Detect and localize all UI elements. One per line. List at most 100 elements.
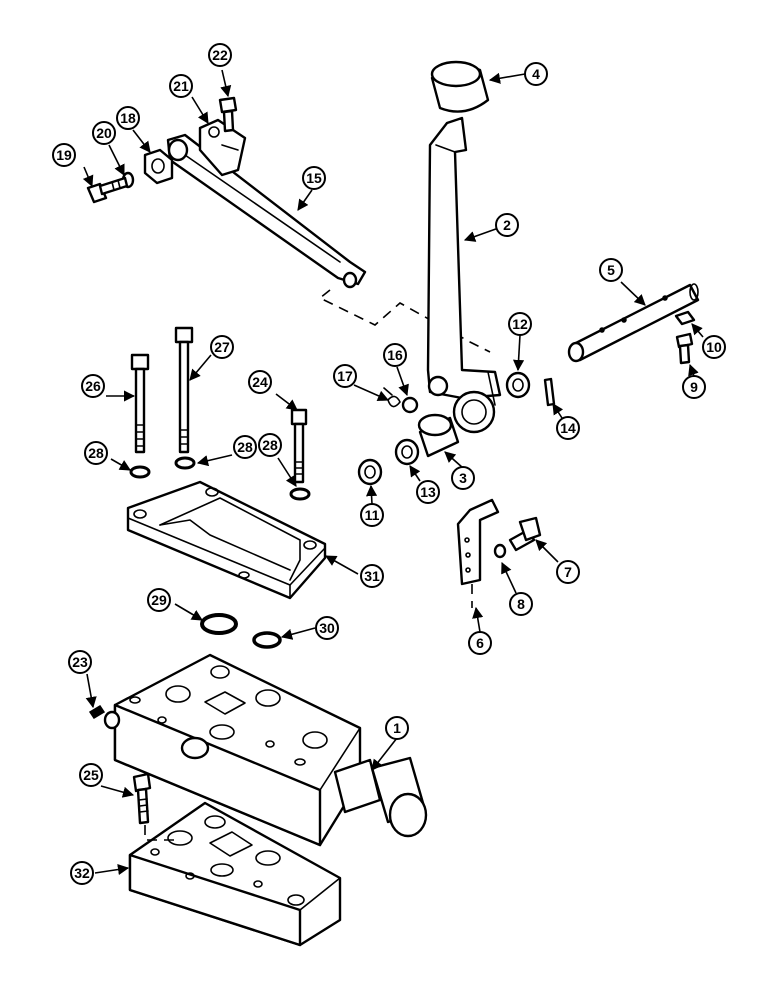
part-28-washer-c: [289, 487, 311, 501]
callout-28-b: 28: [233, 435, 257, 459]
callout-14: 14: [556, 416, 580, 440]
callout-11: 11: [360, 503, 384, 527]
svg-text:9: 9: [690, 379, 698, 395]
svg-text:31: 31: [364, 568, 380, 584]
part-4-knob: [430, 60, 490, 113]
svg-text:28: 28: [237, 439, 253, 455]
callout-23: 23: [68, 650, 92, 674]
part-8-washer: [493, 543, 507, 559]
part-14-pin: [543, 377, 556, 407]
callout-9: 9: [682, 375, 706, 399]
svg-text:20: 20: [96, 125, 112, 141]
part-30-o-ring: [252, 631, 282, 649]
callout-3: 3: [451, 466, 475, 490]
svg-text:27: 27: [214, 339, 230, 355]
callout-4: 4: [524, 62, 548, 86]
part-5-shaft: [567, 283, 700, 363]
part-19-bolt: [86, 176, 129, 204]
svg-text:29: 29: [151, 592, 167, 608]
callout-25: 25: [79, 763, 103, 787]
svg-text:18: 18: [120, 110, 136, 126]
callout-31: 31: [360, 564, 384, 588]
callout-16: 16: [383, 343, 407, 367]
svg-text:10: 10: [706, 339, 722, 355]
callout-28-c: 28: [258, 433, 282, 457]
part-13-washer: [394, 438, 420, 466]
svg-text:30: 30: [319, 620, 335, 636]
part-21-clevis: [198, 118, 247, 177]
callout-7: 7: [556, 560, 580, 584]
svg-text:7: 7: [564, 564, 572, 580]
svg-text:6: 6: [476, 635, 484, 651]
part-7-bolt: [508, 516, 542, 552]
svg-text:28: 28: [88, 445, 104, 461]
part-27-bolt: [174, 326, 194, 454]
svg-text:28: 28: [262, 437, 278, 453]
callout-24: 24: [248, 370, 272, 394]
svg-text:12: 12: [512, 316, 528, 332]
part-1-valve-body: [103, 653, 428, 847]
part-25-bolt: [132, 772, 152, 825]
callout-12: 12: [508, 312, 532, 336]
callout-18: 18: [116, 106, 140, 130]
part-22-bolt: [218, 96, 238, 133]
part-10-nut: [674, 310, 696, 326]
part-17-split-pin: [383, 387, 401, 408]
svg-text:17: 17: [337, 368, 353, 384]
callout-19: 19: [52, 143, 76, 167]
part-23-pin: [88, 704, 106, 720]
svg-text:3: 3: [459, 470, 467, 486]
part-18-nut: [143, 148, 174, 185]
part-28-washer-a: [129, 465, 151, 479]
callout-30: 30: [315, 616, 339, 640]
svg-text:21: 21: [173, 78, 189, 94]
part-31-cover: [126, 480, 327, 600]
svg-text:2: 2: [503, 217, 511, 233]
callout-10: 10: [702, 335, 726, 359]
svg-text:24: 24: [252, 374, 268, 390]
callout-15: 15: [302, 166, 326, 190]
svg-text:32: 32: [74, 865, 90, 881]
part-9-screw: [675, 332, 694, 365]
callout-2: 2: [495, 213, 519, 237]
svg-text:14: 14: [560, 420, 576, 436]
part-3-bushing: [417, 413, 460, 458]
part-24-bolt: [290, 408, 308, 484]
part-15-link: [166, 133, 367, 289]
callout-6: 6: [468, 631, 492, 655]
callout-1: 1: [385, 716, 409, 740]
part-6-bracket: [456, 498, 500, 586]
svg-text:23: 23: [72, 654, 88, 670]
part-26-bolt: [130, 353, 150, 454]
svg-text:11: 11: [365, 507, 380, 523]
callout-13: 13: [416, 480, 440, 504]
part-32-end-plate: [128, 801, 342, 947]
svg-text:4: 4: [532, 66, 540, 82]
svg-text:16: 16: [387, 347, 403, 363]
part-11-washer: [357, 458, 383, 486]
part-29-o-ring: [200, 613, 238, 635]
svg-text:25: 25: [83, 767, 99, 783]
callout-21: 21: [169, 74, 193, 98]
callout-22: 22: [208, 43, 232, 67]
svg-text:5: 5: [607, 262, 615, 278]
callout-5: 5: [599, 258, 623, 282]
callout-26: 26: [81, 374, 105, 398]
svg-text:8: 8: [517, 596, 525, 612]
leader-lines: [82, 69, 704, 876]
part-12-washer: [505, 371, 531, 399]
callout-27: 27: [210, 335, 234, 359]
part-2-lever: [426, 116, 502, 434]
svg-text:19: 19: [56, 147, 72, 163]
callout-17: 17: [333, 364, 357, 388]
callout-29: 29: [147, 588, 171, 612]
callout-28-a: 28: [84, 441, 108, 465]
svg-text:22: 22: [212, 47, 228, 63]
svg-text:26: 26: [85, 378, 101, 394]
svg-text:15: 15: [306, 170, 322, 186]
part-28-washer-b: [174, 456, 196, 470]
part-16-washer: [401, 396, 419, 414]
callout-8: 8: [509, 592, 533, 616]
svg-text:1: 1: [393, 720, 401, 736]
